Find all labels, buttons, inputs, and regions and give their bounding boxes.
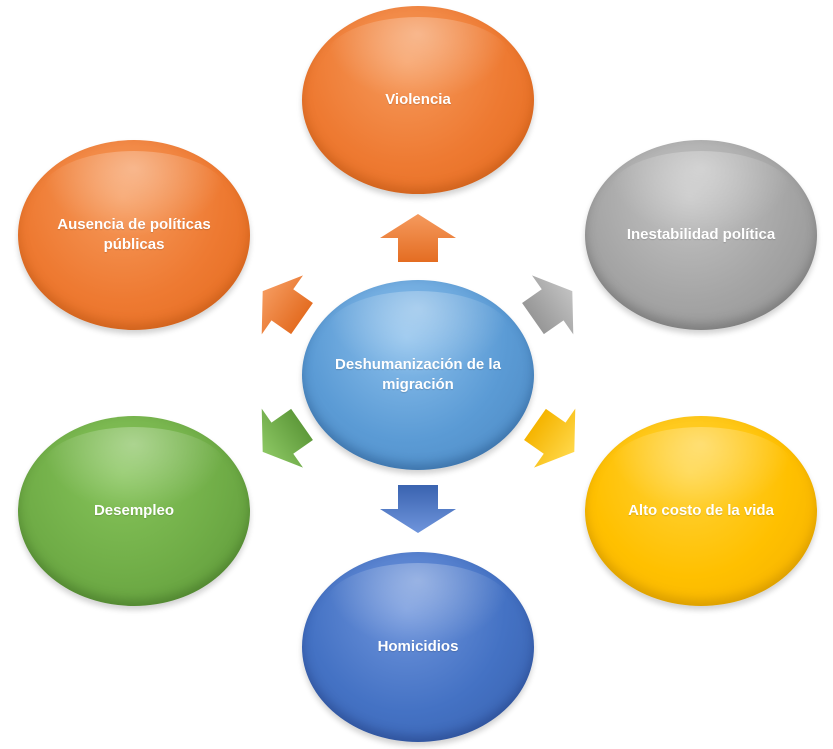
arrow-downleft-desempleo	[261, 408, 313, 468]
node-ausencia-label: Ausencia de políticas públicas	[57, 216, 211, 253]
node-desempleo-label: Desempleo	[93, 502, 175, 519]
node-center-deshumanizacion: Deshumanización de la migración	[302, 280, 534, 470]
arrow-upleft-ausencia	[261, 275, 313, 335]
node-homicidios: Homicidios	[302, 552, 534, 742]
node-inestabilidad-label: Inestabilidad política	[626, 226, 776, 243]
arrow-down-homicidios	[380, 485, 456, 533]
node-violencia: Violencia	[302, 6, 534, 194]
node-desempleo: Desempleo	[18, 416, 250, 606]
node-alto-costo-de-la-vida: Alto costo de la vida	[585, 416, 817, 606]
arrow-up-violencia	[380, 214, 456, 262]
node-ausencia-de-politicas-publicas: Ausencia de políticas públicas	[18, 140, 250, 330]
center-label: Deshumanización de la migración	[335, 356, 501, 393]
node-violencia-label: Violencia	[385, 91, 451, 108]
node-costo-label: Alto costo de la vida	[628, 502, 774, 519]
node-homicidios-label: Homicidios	[377, 638, 459, 655]
node-inestabilidad-politica: Inestabilidad política	[585, 140, 817, 330]
arrow-downright-costo	[524, 408, 576, 468]
arrow-upright-inestabilidad	[522, 275, 574, 335]
